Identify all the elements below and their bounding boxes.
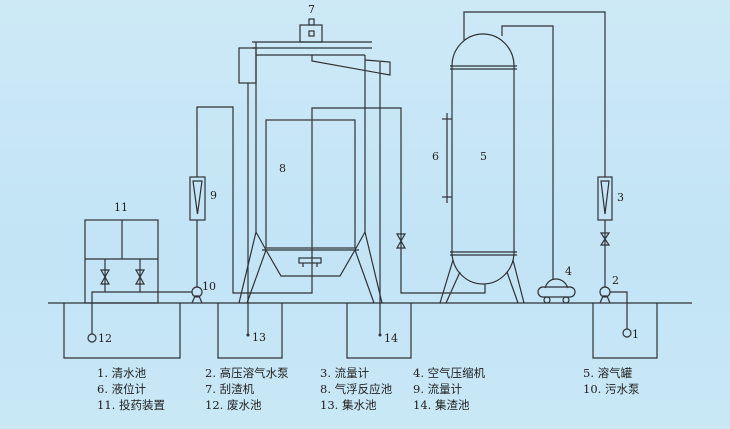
- suction-inlet-icon: [87, 333, 97, 343]
- legend-item: 13. 集水池: [320, 398, 377, 412]
- legend-item: 11. 投药装置: [97, 398, 165, 412]
- legend-column-2: 2. 高压溶气水泵 7. 刮渣机 12. 废水池: [205, 365, 289, 413]
- sludge-pool-14: [346, 303, 412, 359]
- legend-item: 2. 高压溶气水泵: [205, 366, 289, 380]
- flowmeter-3: [597, 176, 613, 221]
- legend-item: 5. 溶气罐: [583, 366, 633, 380]
- label-4: 4: [565, 265, 572, 278]
- label-7: 7: [308, 3, 315, 16]
- legend-item: 12. 废水池: [205, 398, 262, 412]
- valve-icon: [134, 269, 146, 285]
- label-10: 10: [202, 280, 216, 293]
- sewage-pump-10: [191, 286, 203, 304]
- air-compressor-4: [537, 278, 576, 304]
- label-1: 1: [632, 328, 639, 341]
- label-5: 5: [480, 150, 487, 163]
- valve-icon: [99, 269, 111, 285]
- scraper-7: [238, 18, 391, 84]
- legend-item: 14. 集渣池: [413, 398, 470, 412]
- label-11: 11: [114, 201, 128, 214]
- label-6: 6: [432, 150, 439, 163]
- legend-item: 4. 空气压缩机: [413, 366, 486, 380]
- label-14: 14: [384, 332, 398, 345]
- legend-item: 10. 污水泵: [583, 382, 640, 396]
- flowmeter-9: [189, 176, 206, 221]
- label-12: 12: [98, 332, 112, 345]
- label-3: 3: [617, 191, 624, 204]
- label-2: 2: [612, 274, 619, 287]
- legend-item: 8. 气浮反应池: [320, 382, 393, 396]
- clean-water-pool-1: [592, 303, 658, 359]
- legend-column-4: 4. 空气压缩机 9. 流量计 14. 集渣池: [413, 365, 485, 413]
- label-8: 8: [279, 162, 286, 175]
- legend-item: 9. 流量计: [413, 382, 463, 396]
- collection-pool-13: [217, 303, 283, 359]
- flotation-tank-8: [238, 42, 383, 304]
- label-9: 9: [210, 189, 217, 202]
- legend-column-1: 1. 清水池 6. 液位计 11. 投药装置: [97, 365, 165, 413]
- legend-item: 7. 刮渣机: [205, 382, 255, 396]
- dissolved-air-tank-5: [439, 33, 525, 304]
- legend-column-5: 5. 溶气罐 10. 污水泵: [583, 365, 639, 397]
- legend-column-3: 3. 流量计 8. 气浮反应池 13. 集水池: [320, 365, 392, 413]
- legend-item: 1. 清水池: [97, 366, 147, 380]
- valve-icon: [395, 233, 407, 249]
- high-pressure-pump-2: [599, 286, 611, 304]
- valve-icon: [599, 232, 611, 246]
- wastewater-pool-12: [63, 303, 181, 359]
- level-gauge-6: [442, 113, 452, 203]
- suction-inlet-icon: [622, 328, 632, 338]
- legend-item: 3. 流量计: [320, 366, 370, 380]
- label-13: 13: [252, 331, 266, 344]
- legend-item: 6. 液位计: [97, 382, 147, 396]
- dosing-device-11: [84, 219, 159, 304]
